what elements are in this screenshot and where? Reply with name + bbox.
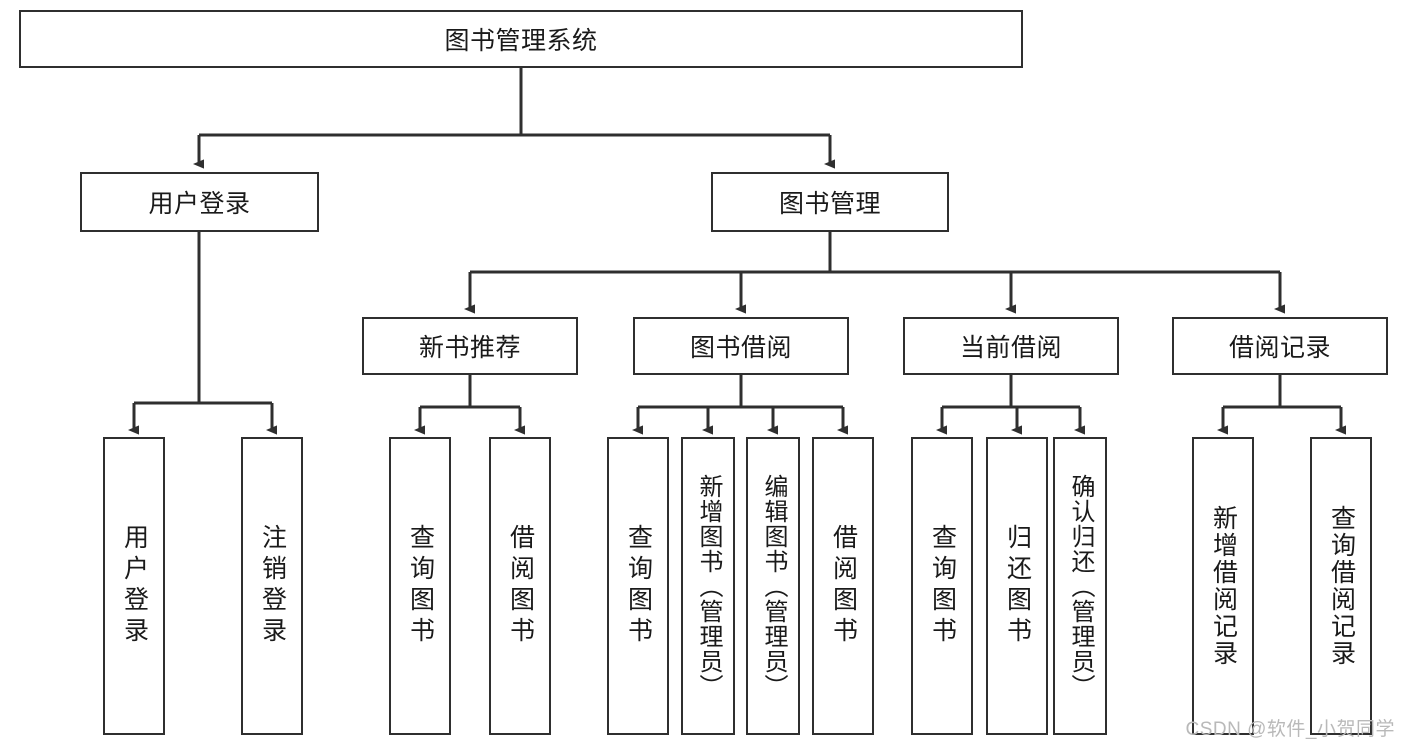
book-manage-connectors (464, 232, 1285, 314)
node-leaf-query-book-borrow[interactable]: 查询图书 (607, 437, 669, 735)
node-leaf-borrow-book[interactable]: 借阅图书 (812, 437, 874, 735)
node-current-borrow-label: 当前借阅 (959, 334, 1062, 362)
node-book-manage[interactable]: 图书管理 (711, 172, 949, 232)
node-leaf-borrow-book-recommend[interactable]: 借阅图书 (489, 437, 551, 735)
node-root-label: 图书管理系统 (444, 27, 598, 55)
node-leaf-confirm-return-admin-label: 确认归还（管理员） (1067, 473, 1094, 699)
node-leaf-borrow-book-recommend-label: 借阅图书 (506, 524, 535, 648)
node-user-login[interactable]: 用户登录 (80, 172, 319, 232)
node-leaf-query-book-current-label: 查询图书 (928, 524, 957, 648)
user-login-connectors (128, 232, 277, 435)
node-leaf-user-logout[interactable]: 注销登录 (241, 437, 303, 735)
node-root[interactable]: 图书管理系统 (19, 10, 1023, 68)
node-leaf-query-borrow-record-label: 查询借阅记录 (1327, 505, 1356, 667)
node-leaf-add-book-admin[interactable]: 新增图书（管理员） (681, 437, 735, 735)
node-new-book-recommend[interactable]: 新书推荐 (362, 317, 578, 375)
new-book-recommend-connectors (414, 375, 525, 435)
node-borrow-record[interactable]: 借阅记录 (1172, 317, 1388, 375)
node-book-borrow[interactable]: 图书借阅 (633, 317, 849, 375)
current-borrow-connectors (936, 375, 1085, 435)
node-new-book-recommend-label: 新书推荐 (418, 334, 521, 362)
node-leaf-query-book-recommend-label: 查询图书 (406, 524, 435, 648)
node-borrow-record-label: 借阅记录 (1228, 334, 1331, 362)
node-leaf-borrow-book-label: 借阅图书 (829, 524, 858, 648)
csdn-watermark: CSDN @软件_小贺同学 (1185, 719, 1395, 740)
root-connectors (193, 68, 835, 169)
node-leaf-return-book-label: 归还图书 (1003, 524, 1032, 648)
node-leaf-query-book-borrow-label: 查询图书 (624, 524, 653, 648)
node-leaf-edit-book-admin[interactable]: 编辑图书（管理员） (746, 437, 800, 735)
node-book-manage-label: 图书管理 (778, 190, 881, 218)
node-leaf-query-borrow-record[interactable]: 查询借阅记录 (1310, 437, 1372, 735)
node-leaf-add-borrow-record[interactable]: 新增借阅记录 (1192, 437, 1254, 735)
node-leaf-query-book-current[interactable]: 查询图书 (911, 437, 973, 735)
book-borrow-connectors (632, 375, 848, 435)
node-leaf-add-book-admin-label: 新增图书（管理员） (695, 473, 722, 699)
node-leaf-return-book[interactable]: 归还图书 (986, 437, 1048, 735)
node-user-login-label: 用户登录 (148, 190, 251, 218)
node-leaf-user-login[interactable]: 用户登录 (103, 437, 165, 735)
node-current-borrow[interactable]: 当前借阅 (903, 317, 1119, 375)
node-book-borrow-label: 图书借阅 (689, 334, 792, 362)
node-leaf-add-borrow-record-label: 新增借阅记录 (1209, 505, 1238, 667)
node-leaf-query-book-recommend[interactable]: 查询图书 (389, 437, 451, 735)
node-leaf-user-login-label: 用户登录 (120, 524, 149, 648)
node-leaf-user-logout-label: 注销登录 (258, 524, 287, 648)
node-leaf-confirm-return-admin[interactable]: 确认归还（管理员） (1053, 437, 1107, 735)
node-leaf-edit-book-admin-label: 编辑图书（管理员） (760, 473, 787, 699)
borrow-record-connectors (1217, 375, 1346, 435)
